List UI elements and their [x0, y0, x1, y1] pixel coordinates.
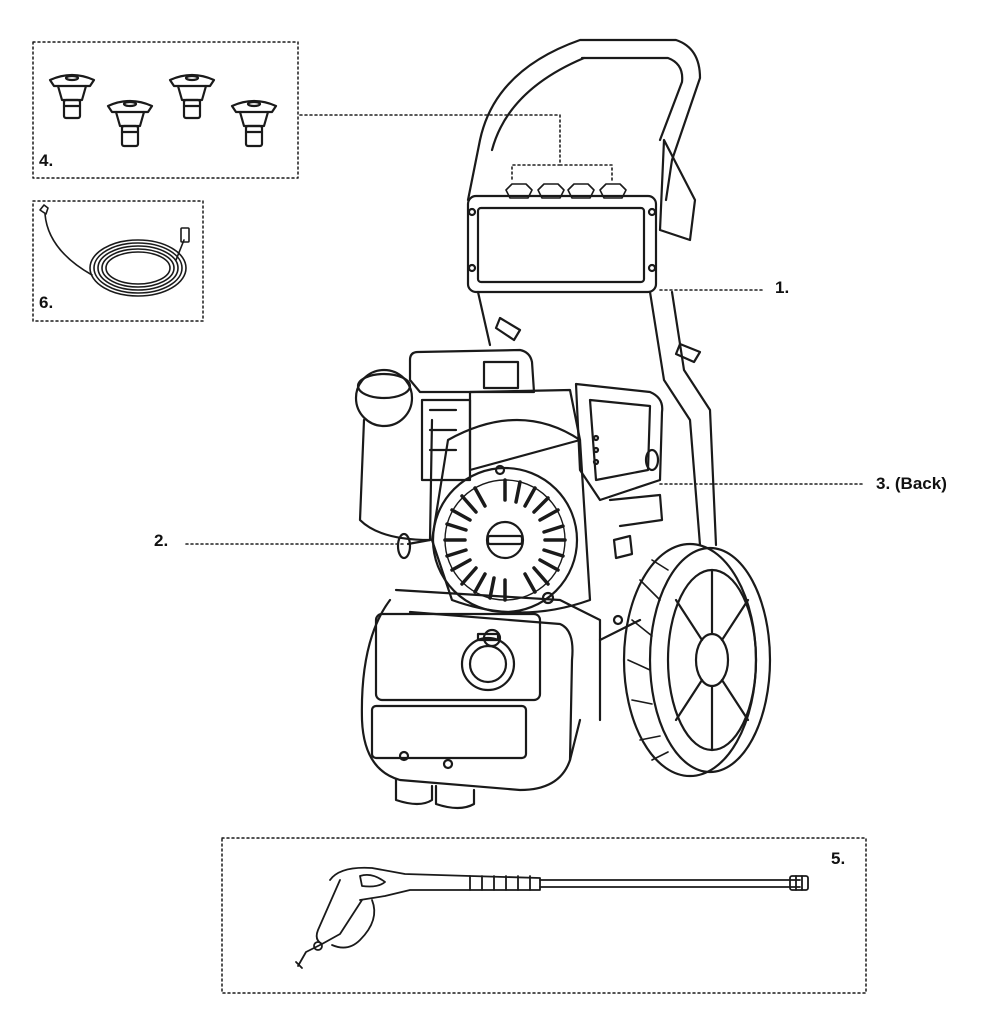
nozzle-tip-4 [230, 99, 278, 148]
hose-coil [39, 204, 190, 297]
callout-2-label: 2. [154, 531, 169, 550]
callout-6-label: 6. [39, 293, 54, 312]
callout-5-label: 5. [831, 849, 846, 868]
callout-4-label: 4. [39, 151, 54, 170]
callout-1-label: 1. [775, 278, 790, 297]
pressure-washer [354, 38, 772, 810]
leader-4 [299, 114, 613, 183]
nozzle-tip-1 [48, 73, 96, 120]
spray-gun [295, 866, 809, 969]
callout-3-label: 3. (Back) [876, 474, 947, 493]
nozzle-box [32, 41, 299, 179]
nozzle-tip-2 [106, 99, 154, 148]
gun-box [221, 837, 867, 994]
hose-box [32, 200, 204, 322]
nozzle-tip-3 [168, 73, 216, 120]
